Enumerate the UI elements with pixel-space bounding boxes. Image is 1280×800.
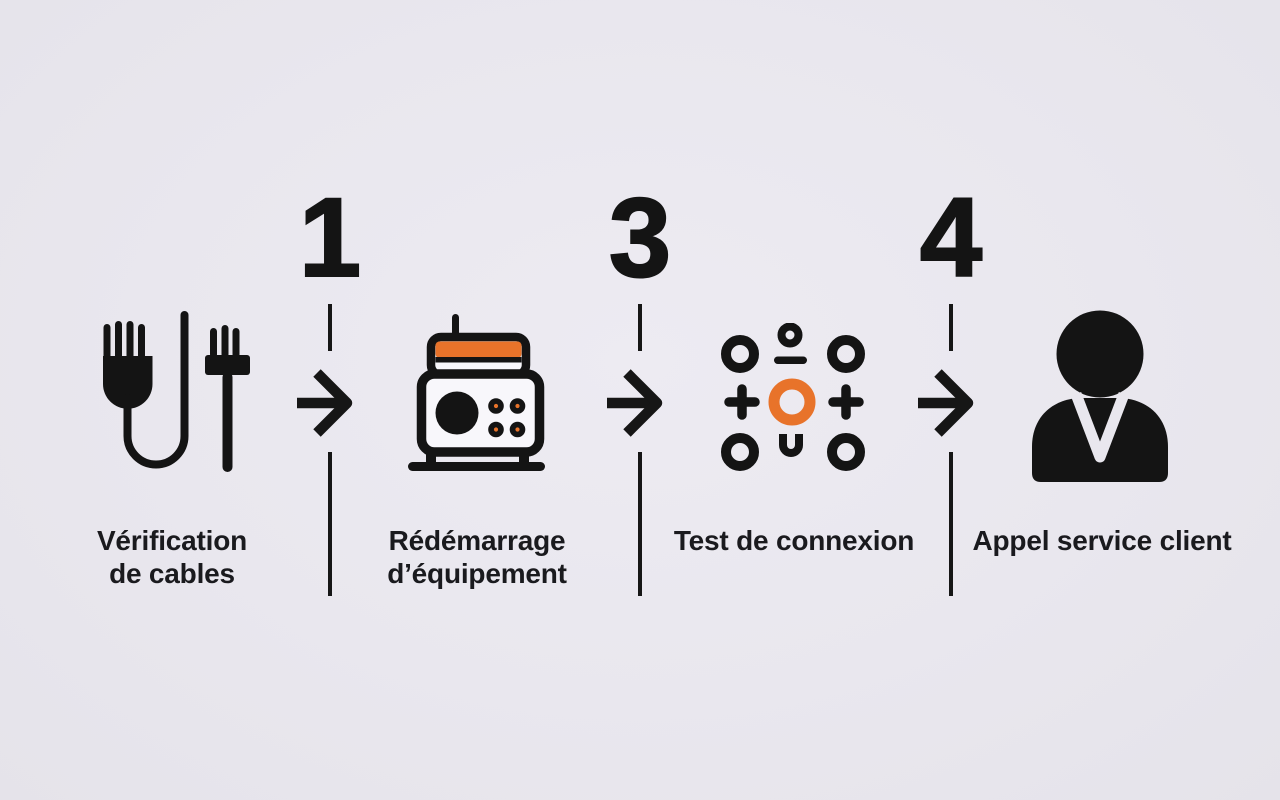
step-label-cables: Vérification de cables (97, 524, 247, 590)
step-label-line: d’équipement (387, 558, 567, 589)
step-label-test: Test de connexion (673, 524, 915, 557)
step-label-line: de cables (109, 558, 235, 589)
arrow-right-icon (607, 369, 663, 437)
step-label-line: Rédémarrage (388, 525, 566, 556)
step-label-line: Appel service client (972, 525, 1232, 556)
arrow-right-icon (918, 369, 974, 437)
step-label-line: Vérification (96, 525, 248, 556)
step-label-restart: Rédémarrage d’équipement (387, 524, 567, 590)
connection-test-icon (721, 323, 865, 471)
connector-number: 3 (608, 175, 672, 300)
support-person-icon (1032, 310, 1168, 482)
connector-number: 4 (919, 175, 983, 300)
connector-tick (328, 304, 332, 351)
connector-line (328, 452, 332, 596)
step-label-line: Test de connexion (673, 525, 915, 556)
cables-plug-icon (103, 311, 250, 472)
step-label-call: Appel service client (972, 524, 1231, 557)
connector-tick (638, 304, 642, 351)
connector-line (949, 452, 953, 596)
connector-line (638, 452, 642, 596)
connector-tick (949, 304, 953, 351)
arrow-right-icon (297, 369, 353, 437)
router-device-icon (408, 314, 545, 471)
connector-number: 1 (298, 175, 362, 300)
